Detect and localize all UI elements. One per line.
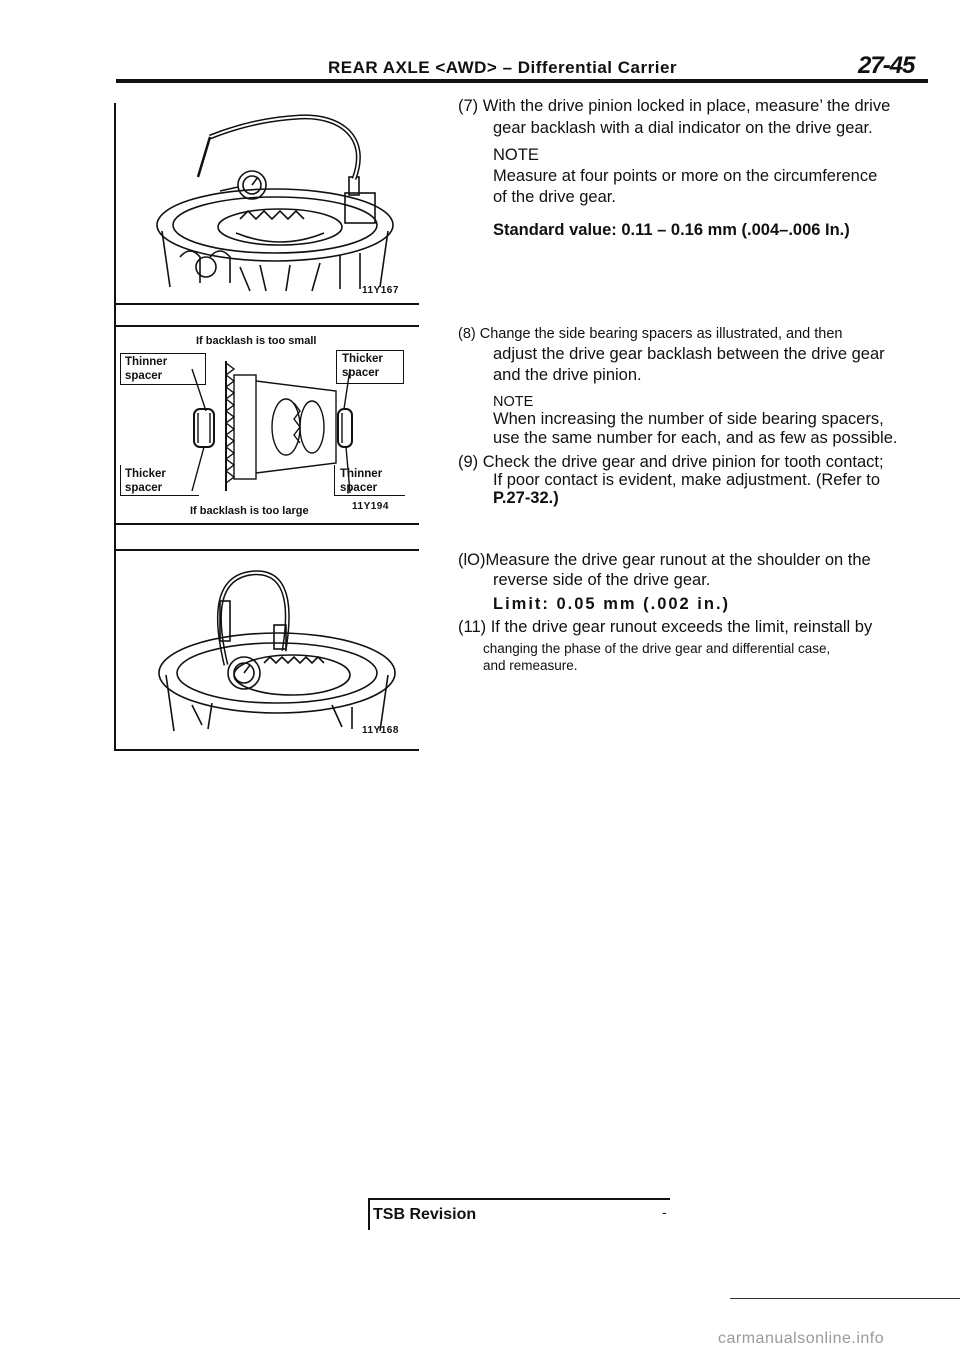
footer-rule bbox=[730, 1298, 960, 1299]
tsb-revision-label: TSB Revision bbox=[373, 1206, 477, 1223]
step-7-standard-value: Standard value: 0.11 – 0.16 mm (.004–.00… bbox=[493, 221, 850, 239]
figure-divider bbox=[116, 325, 419, 327]
header-rule bbox=[116, 79, 928, 83]
step-8-line-3: and the drive pinion. bbox=[493, 366, 642, 384]
step-8-note-heading: NOTE bbox=[493, 394, 534, 410]
step-9-line-2: If poor contact is evident, make adjustm… bbox=[493, 471, 881, 489]
label-box-thicker-bottom bbox=[120, 465, 199, 496]
step-8-line-2: adjust the drive gear backlash between t… bbox=[493, 345, 885, 363]
step-8-line-1: (8) Change the side bearing spacers as i… bbox=[458, 326, 843, 342]
step-9-line-1: (9) Check the drive gear and drive pinio… bbox=[458, 453, 884, 471]
step-7-note-line-2: of the drive gear. bbox=[493, 188, 616, 206]
label-box-thinner-top bbox=[120, 353, 206, 385]
page-number: 27-45 bbox=[858, 52, 915, 79]
tsb-revision-box bbox=[368, 1198, 670, 1230]
figure-code-1: 11Y167 bbox=[362, 285, 399, 296]
figure-code-3: 11Y168 bbox=[362, 725, 399, 736]
page-header-title: REAR AXLE <AWD> – Differential Carrier bbox=[328, 58, 678, 77]
step-11-line-2: changing the phase of the drive gear and… bbox=[483, 641, 831, 656]
figure-divider bbox=[116, 303, 419, 305]
step-10-line-1: (lO)Measure the drive gear runout at the… bbox=[458, 551, 871, 569]
tsb-revision-dash: - bbox=[662, 1204, 667, 1220]
figure-divider bbox=[116, 749, 419, 751]
figure-divider bbox=[116, 523, 419, 525]
step-7-line-2: gear backlash with a dial indicator on t… bbox=[493, 119, 873, 137]
figure-code-2: 11Y194 bbox=[352, 501, 389, 512]
figure-divider bbox=[116, 549, 419, 551]
step-10-line-2: reverse side of the drive gear. bbox=[493, 571, 711, 589]
step-7-line-1: (7) With the drive pinion locked in plac… bbox=[458, 97, 891, 115]
step-7-note-heading: NOTE bbox=[493, 146, 539, 164]
step-11-line-3: and remeasure. bbox=[483, 658, 578, 673]
step-10-limit: Limit: 0.05 mm (.002 in.) bbox=[493, 595, 731, 613]
step-8-note-line-1: When increasing the number of side beari… bbox=[493, 410, 884, 428]
watermark: carmanualsonline.info bbox=[718, 1330, 885, 1347]
label-box-thicker-top bbox=[336, 350, 404, 384]
runout-measurement-illustration bbox=[158, 570, 396, 732]
step-11-line-1: (11) If the drive gear runout exceeds th… bbox=[458, 618, 873, 636]
caption-backlash-too-large: If backlash is too large bbox=[190, 505, 309, 517]
label-box-thinner-bottom bbox=[334, 465, 405, 496]
differential-spacer-diagram bbox=[191, 361, 353, 494]
step-9-line-3: P.27-32.) bbox=[493, 489, 559, 507]
step-8-note-line-2: use the same number for each, and as few… bbox=[493, 429, 898, 447]
caption-backlash-too-small: If backlash is too small bbox=[196, 335, 317, 347]
step-7-note-line-1: Measure at four points or more on the ci… bbox=[493, 167, 878, 185]
dial-indicator-illustration bbox=[156, 114, 394, 292]
